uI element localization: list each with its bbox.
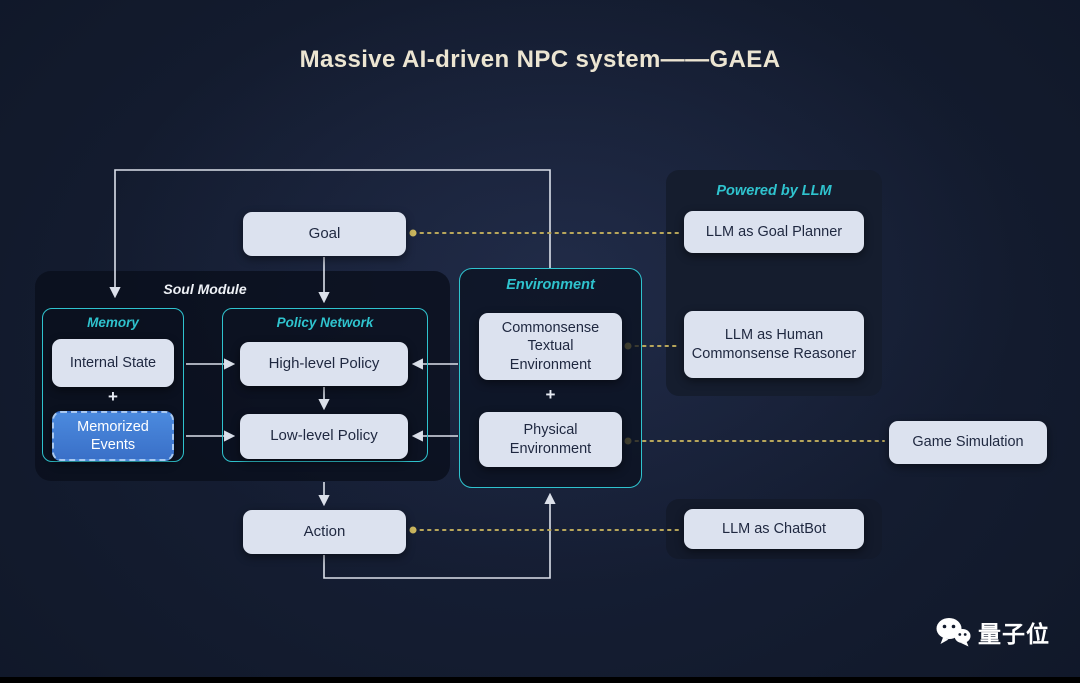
high-level-policy-node: High-level Policy — [240, 342, 408, 386]
policy-network-label: Policy Network — [276, 315, 374, 330]
memorized-events-node: Memorized Events — [52, 411, 174, 461]
action-dot — [409, 526, 417, 534]
low-level-policy-node: Low-level Policy — [240, 414, 408, 459]
memory-container — [42, 308, 184, 462]
soul-module-label: Soul Module — [163, 281, 247, 297]
environment-plus-sign: + — [545, 385, 556, 404]
watermark: 量子位 — [935, 615, 1050, 649]
action-node: Action — [243, 510, 406, 554]
goal-dot — [409, 229, 417, 237]
llm-goal-planner-node: LLM as Goal Planner — [684, 211, 864, 253]
bottom-letterbox — [0, 677, 1080, 683]
commonsense-textual-environment-node: Commonsense Textual Environment — [479, 313, 622, 380]
game-simulation-node: Game Simulation — [889, 421, 1047, 464]
memory-label: Memory — [87, 315, 139, 330]
environment-label: Environment — [506, 277, 595, 293]
powered-by-llm-label: Powered by LLM — [716, 183, 832, 199]
physical-environment-node: Physical Environment — [479, 412, 622, 467]
policy-network-container — [222, 308, 428, 462]
watermark-brand: 量子位 — [978, 621, 1050, 647]
page-title: Massive AI-driven NPC system——GAEA — [299, 46, 781, 73]
internal-state-node: Internal State — [52, 339, 174, 387]
wechat-icon — [935, 617, 971, 647]
llm-commonsense-reasoner-node: LLM as Human Commonsense Reasoner — [684, 311, 864, 378]
memory-plus-sign: + — [108, 387, 118, 406]
goal-node: Goal — [243, 212, 406, 256]
llm-chatbot-node: LLM as ChatBot — [684, 509, 864, 549]
